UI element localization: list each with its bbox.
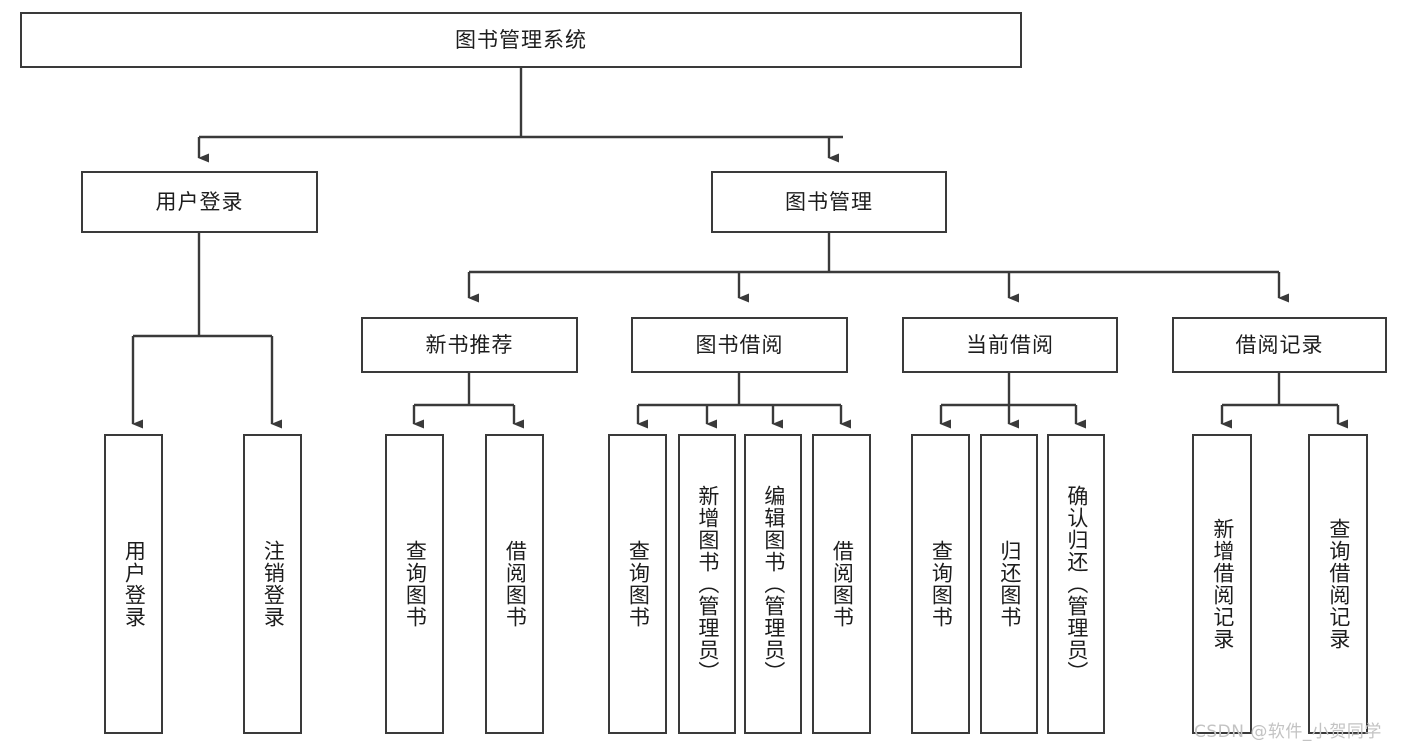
node-book-management[interactable]: 图书管理	[711, 171, 947, 233]
node-root-book-management-system[interactable]: 图书管理系统	[20, 12, 1022, 68]
leaf-add-book-admin[interactable]: 新增图书（管理员）	[678, 434, 736, 734]
node-label: 借阅图书	[830, 540, 855, 628]
leaf-query-book-borrow[interactable]: 查询图书	[608, 434, 667, 734]
node-label: 借阅图书	[503, 540, 528, 628]
node-label: 注销登录	[261, 540, 286, 628]
leaf-logout[interactable]: 注销登录	[243, 434, 302, 734]
node-current-borrow[interactable]: 当前借阅	[902, 317, 1118, 373]
node-new-book-recommendation[interactable]: 新书推荐	[361, 317, 578, 373]
node-label: 查询图书	[626, 540, 651, 628]
node-user-login[interactable]: 用户登录	[81, 171, 318, 233]
node-label: 编辑图书（管理员）	[761, 485, 786, 683]
node-label: 借阅记录	[1235, 332, 1324, 357]
leaf-edit-book-admin[interactable]: 编辑图书（管理员）	[744, 434, 802, 734]
leaf-return-book[interactable]: 归还图书	[980, 434, 1038, 734]
leaf-query-book-rec[interactable]: 查询图书	[385, 434, 444, 734]
leaf-query-book-current[interactable]: 查询图书	[911, 434, 970, 734]
node-label: 归还图书	[997, 540, 1022, 628]
node-label: 图书借阅	[695, 332, 784, 357]
csdn-watermark: CSDN @软件_小贺同学	[1194, 722, 1382, 742]
node-label: 查询借阅记录	[1326, 518, 1351, 650]
leaf-borrow-book-rec[interactable]: 借阅图书	[485, 434, 544, 734]
node-borrow-record[interactable]: 借阅记录	[1172, 317, 1387, 373]
node-label: 图书管理系统	[455, 27, 587, 52]
node-label: 确认归还（管理员）	[1064, 485, 1089, 683]
node-label: 新书推荐	[425, 332, 514, 357]
node-label: 查询图书	[403, 540, 428, 628]
node-label: 新增图书（管理员）	[695, 485, 720, 683]
node-label: 用户登录	[122, 540, 147, 628]
node-label: 用户登录	[155, 189, 244, 214]
node-label: 查询图书	[929, 540, 954, 628]
node-book-borrow[interactable]: 图书借阅	[631, 317, 848, 373]
node-label: 图书管理	[785, 189, 873, 214]
node-label: 新增借阅记录	[1210, 518, 1235, 650]
leaf-add-borrow-record[interactable]: 新增借阅记录	[1192, 434, 1252, 734]
leaf-user-login[interactable]: 用户登录	[104, 434, 163, 734]
leaf-query-borrow-record[interactable]: 查询借阅记录	[1308, 434, 1368, 734]
node-label: 当前借阅	[966, 332, 1054, 357]
leaf-confirm-return-admin[interactable]: 确认归还（管理员）	[1047, 434, 1105, 734]
leaf-borrow-book[interactable]: 借阅图书	[812, 434, 871, 734]
